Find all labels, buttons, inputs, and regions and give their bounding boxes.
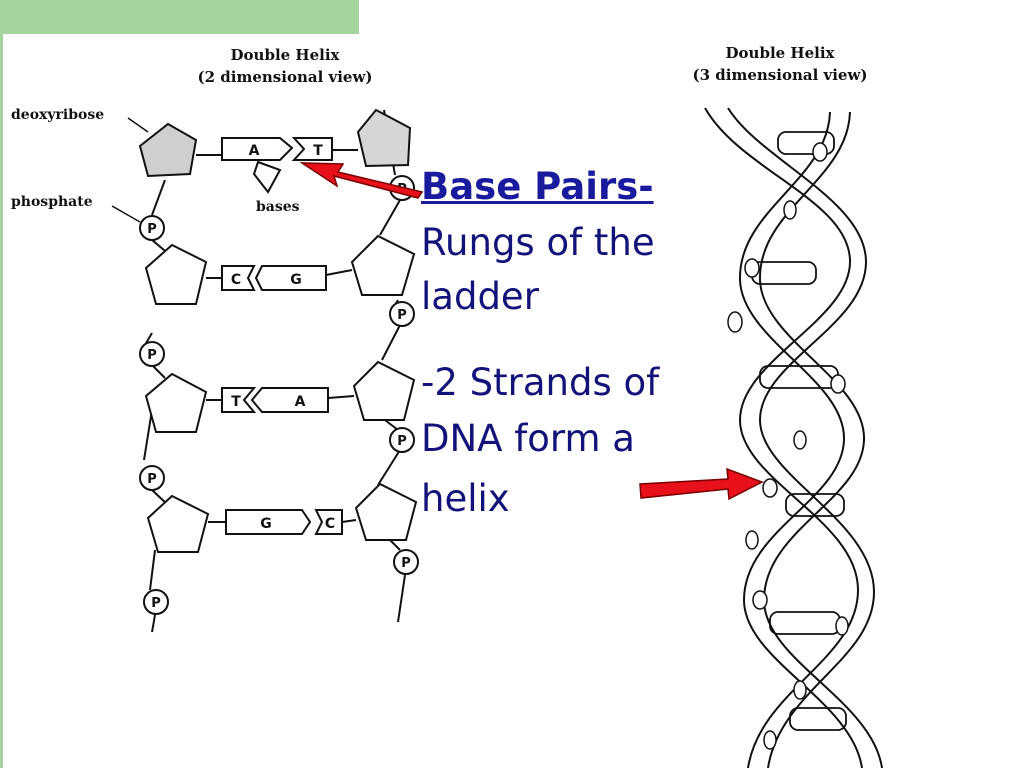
deoxyribose-pentagon <box>144 243 208 305</box>
base-letter: A <box>295 394 306 410</box>
deoxyribose-pentagon <box>138 122 198 178</box>
caption-3d: Double Helix (3 dimensional view) <box>660 42 900 86</box>
helix-3d <box>704 107 883 768</box>
svg-text:P: P <box>151 596 161 611</box>
phosphate-circle: P <box>389 427 415 453</box>
deoxyribose-pentagon <box>352 360 416 421</box>
strands-line1: -2 Strands of <box>421 361 660 404</box>
left-border-accent <box>0 34 3 768</box>
label-phosphate: phosphate <box>11 194 93 210</box>
base-block-right <box>291 137 333 161</box>
base-block-left <box>221 265 256 291</box>
caption-3d-line2: (3 dimensional view) <box>692 66 868 84</box>
bases-pointer <box>252 160 282 194</box>
caption-2d-line2: (2 dimensional view) <box>197 68 373 86</box>
base-letter: T <box>313 143 323 159</box>
phosphate-circle: P <box>393 549 419 575</box>
label-deoxyribose: deoxyribose <box>11 107 105 123</box>
base-block-right <box>254 265 327 291</box>
base-letter: C <box>231 272 241 288</box>
deoxyribose-pentagon <box>144 372 208 433</box>
base-letter: A <box>249 143 260 159</box>
phosphate-circle: P <box>139 341 165 367</box>
base-block-left <box>221 387 257 413</box>
title-bar-accent <box>0 0 359 34</box>
phosphate-circle: P <box>389 301 415 327</box>
base-letter: G <box>260 516 272 532</box>
phosphate-circle: P <box>143 589 169 615</box>
svg-text:P: P <box>397 308 407 323</box>
deoxyribose-pentagon <box>354 482 418 541</box>
base-letter: G <box>290 272 302 288</box>
phosphate-circle: P <box>139 465 165 491</box>
arrow-to-helix-strand <box>639 467 764 501</box>
deoxyribose-pentagon <box>350 234 416 296</box>
caption-2d-line1: Double Helix <box>230 46 340 64</box>
svg-text:P: P <box>147 472 157 487</box>
ladder-2d: A T C G T A G C P P P P P P P P <box>111 108 419 633</box>
base-letter: C <box>325 516 335 532</box>
svg-text:P: P <box>147 222 157 237</box>
phosphate-circle: P <box>139 215 165 241</box>
base-pairs-title: Base Pairs- <box>421 165 654 208</box>
caption-3d-line1: Double Helix <box>725 44 835 62</box>
caption-2d: Double Helix (2 dimensional view) <box>150 44 420 88</box>
base-block-right <box>250 387 329 413</box>
label-bases: bases <box>256 199 300 215</box>
svg-text:P: P <box>397 434 407 449</box>
deoxyribose-pentagon <box>356 108 412 168</box>
base-block-left <box>225 509 312 535</box>
base-pairs-line2: ladder <box>421 275 539 318</box>
svg-text:P: P <box>401 556 411 571</box>
strands-line2: DNA form a <box>421 417 635 460</box>
base-letter: T <box>231 394 241 410</box>
base-block-right <box>314 509 343 535</box>
strands-line3: helix <box>421 477 510 520</box>
svg-text:P: P <box>147 348 157 363</box>
arrow-to-base-pair <box>299 162 424 199</box>
deoxyribose-pentagon <box>146 494 210 553</box>
base-pairs-line1: Rungs of the <box>421 221 655 264</box>
base-block-left <box>221 137 294 161</box>
